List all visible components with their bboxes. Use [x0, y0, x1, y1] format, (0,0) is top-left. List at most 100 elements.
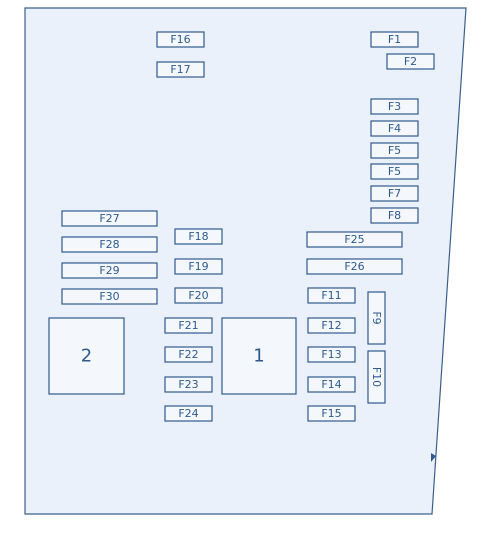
fuse-label: F14: [321, 378, 341, 391]
fuse-label: F19: [188, 260, 208, 273]
fuse-f10: F10: [367, 350, 386, 404]
fuse-slot: [370, 142, 419, 159]
fuse-label: F21: [178, 319, 198, 332]
fuse-label: F16: [170, 33, 190, 46]
fuse-slot: [61, 288, 158, 305]
fuse-f23: F23: [164, 376, 213, 393]
fuse-f15: F15: [307, 405, 356, 422]
fuse-slot: [156, 31, 205, 48]
fuse-f20: F20: [174, 287, 223, 304]
fuse-f7: F7: [370, 185, 419, 202]
fuse-f28: F28: [61, 236, 158, 253]
fuse-label: F20: [188, 289, 208, 302]
fuse-slot: [370, 31, 419, 48]
fuse-f26: F26: [306, 258, 403, 275]
fuse-slot: [307, 317, 356, 334]
fuse-label: F29: [99, 264, 119, 277]
fuse-slot: [307, 346, 356, 363]
fuse-label: F1: [388, 33, 401, 46]
fuse-slot: [164, 376, 213, 393]
fuse-f29: F29: [61, 262, 158, 279]
fuse-slot: [306, 231, 403, 248]
fuse-f18: F18: [174, 228, 223, 245]
fuse-slot: [306, 258, 403, 275]
fuse-slot: [370, 207, 419, 224]
fuse-slot: [370, 120, 419, 137]
fuse-label: F8: [388, 209, 401, 222]
fuse-f14: F14: [307, 376, 356, 393]
fuse-slot: [156, 61, 205, 78]
relay-label: 2: [81, 346, 92, 367]
fuse-f5b: F5: [370, 163, 419, 180]
fuse-label: F18: [188, 230, 208, 243]
fuse-label: F24: [178, 407, 198, 420]
fuse-f1: F1: [370, 31, 419, 48]
relay-slot: [48, 317, 125, 395]
fuse-f11: F11: [307, 287, 356, 304]
fuse-label: F28: [99, 238, 119, 251]
fuse-slot: [174, 258, 223, 275]
fuse-slot: [307, 376, 356, 393]
fuse-slot: [386, 53, 435, 70]
fuse-label: F4: [388, 122, 401, 135]
fuse-label: F12: [321, 319, 341, 332]
fuse-label: F3: [388, 100, 401, 113]
fuse-f24: F24: [164, 405, 213, 422]
fuse-label: F27: [99, 212, 119, 225]
fuse-slot: [61, 262, 158, 279]
edge-marker: [431, 453, 436, 462]
fuse-slot: [164, 405, 213, 422]
fuse-label: F17: [170, 63, 190, 76]
fuse-f30: F30: [61, 288, 158, 305]
fuse-label: F23: [178, 378, 198, 391]
fuse-slot: [367, 350, 386, 404]
fuse-slot: [174, 287, 223, 304]
relay-1: 1: [221, 317, 297, 395]
fuse-f27: F27: [61, 210, 158, 227]
relay-label: 1: [253, 346, 264, 367]
fuse-slot: [61, 210, 158, 227]
fuse-f9: F9: [367, 291, 386, 345]
fuse-f19: F19: [174, 258, 223, 275]
fuse-label: F25: [344, 233, 364, 246]
fuse-label: F5: [388, 144, 401, 157]
fuse-label: F13: [321, 348, 341, 361]
relay-2: 2: [48, 317, 125, 395]
fuse-f25: F25: [306, 231, 403, 248]
fuse-f21: F21: [164, 317, 213, 334]
fuse-slot: [307, 405, 356, 422]
fuse-label: F11: [321, 289, 341, 302]
fuse-label: F5: [388, 165, 401, 178]
fuse-slot: [370, 163, 419, 180]
fuse-f17: F17: [156, 61, 205, 78]
fuse-f4: F4: [370, 120, 419, 137]
fuse-f8: F8: [370, 207, 419, 224]
fuse-f3: F3: [370, 98, 419, 115]
fuse-label: F9: [370, 311, 383, 324]
fuse-label: F30: [99, 290, 119, 303]
fuse-f13: F13: [307, 346, 356, 363]
fuse-label: F10: [370, 367, 383, 387]
relay-layer: 12: [48, 317, 297, 395]
relay-slot: [221, 317, 297, 395]
fuse-label: F22: [178, 348, 198, 361]
fuse-label: F7: [388, 187, 401, 200]
fuse-slot: [174, 228, 223, 245]
fuse-f22: F22: [164, 346, 213, 363]
fuse-slot: [61, 236, 158, 253]
fuse-slot: [307, 287, 356, 304]
fuse-layer: F1F2F3F4F5F5F7F8F9F10F11F12F13F14F15F16F…: [61, 31, 435, 422]
fuse-slot: [164, 346, 213, 363]
fuse-slot: [367, 291, 386, 345]
fuse-label: F15: [321, 407, 341, 420]
fuse-f16: F16: [156, 31, 205, 48]
fuse-label: F26: [344, 260, 364, 273]
fuse-f5a: F5: [370, 142, 419, 159]
fuse-slot: [370, 98, 419, 115]
fuse-panel-outline: [24, 7, 467, 515]
fuse-slot: [370, 185, 419, 202]
fuse-f12: F12: [307, 317, 356, 334]
fuse-f2: F2: [386, 53, 435, 70]
fuse-label: F2: [404, 55, 417, 68]
